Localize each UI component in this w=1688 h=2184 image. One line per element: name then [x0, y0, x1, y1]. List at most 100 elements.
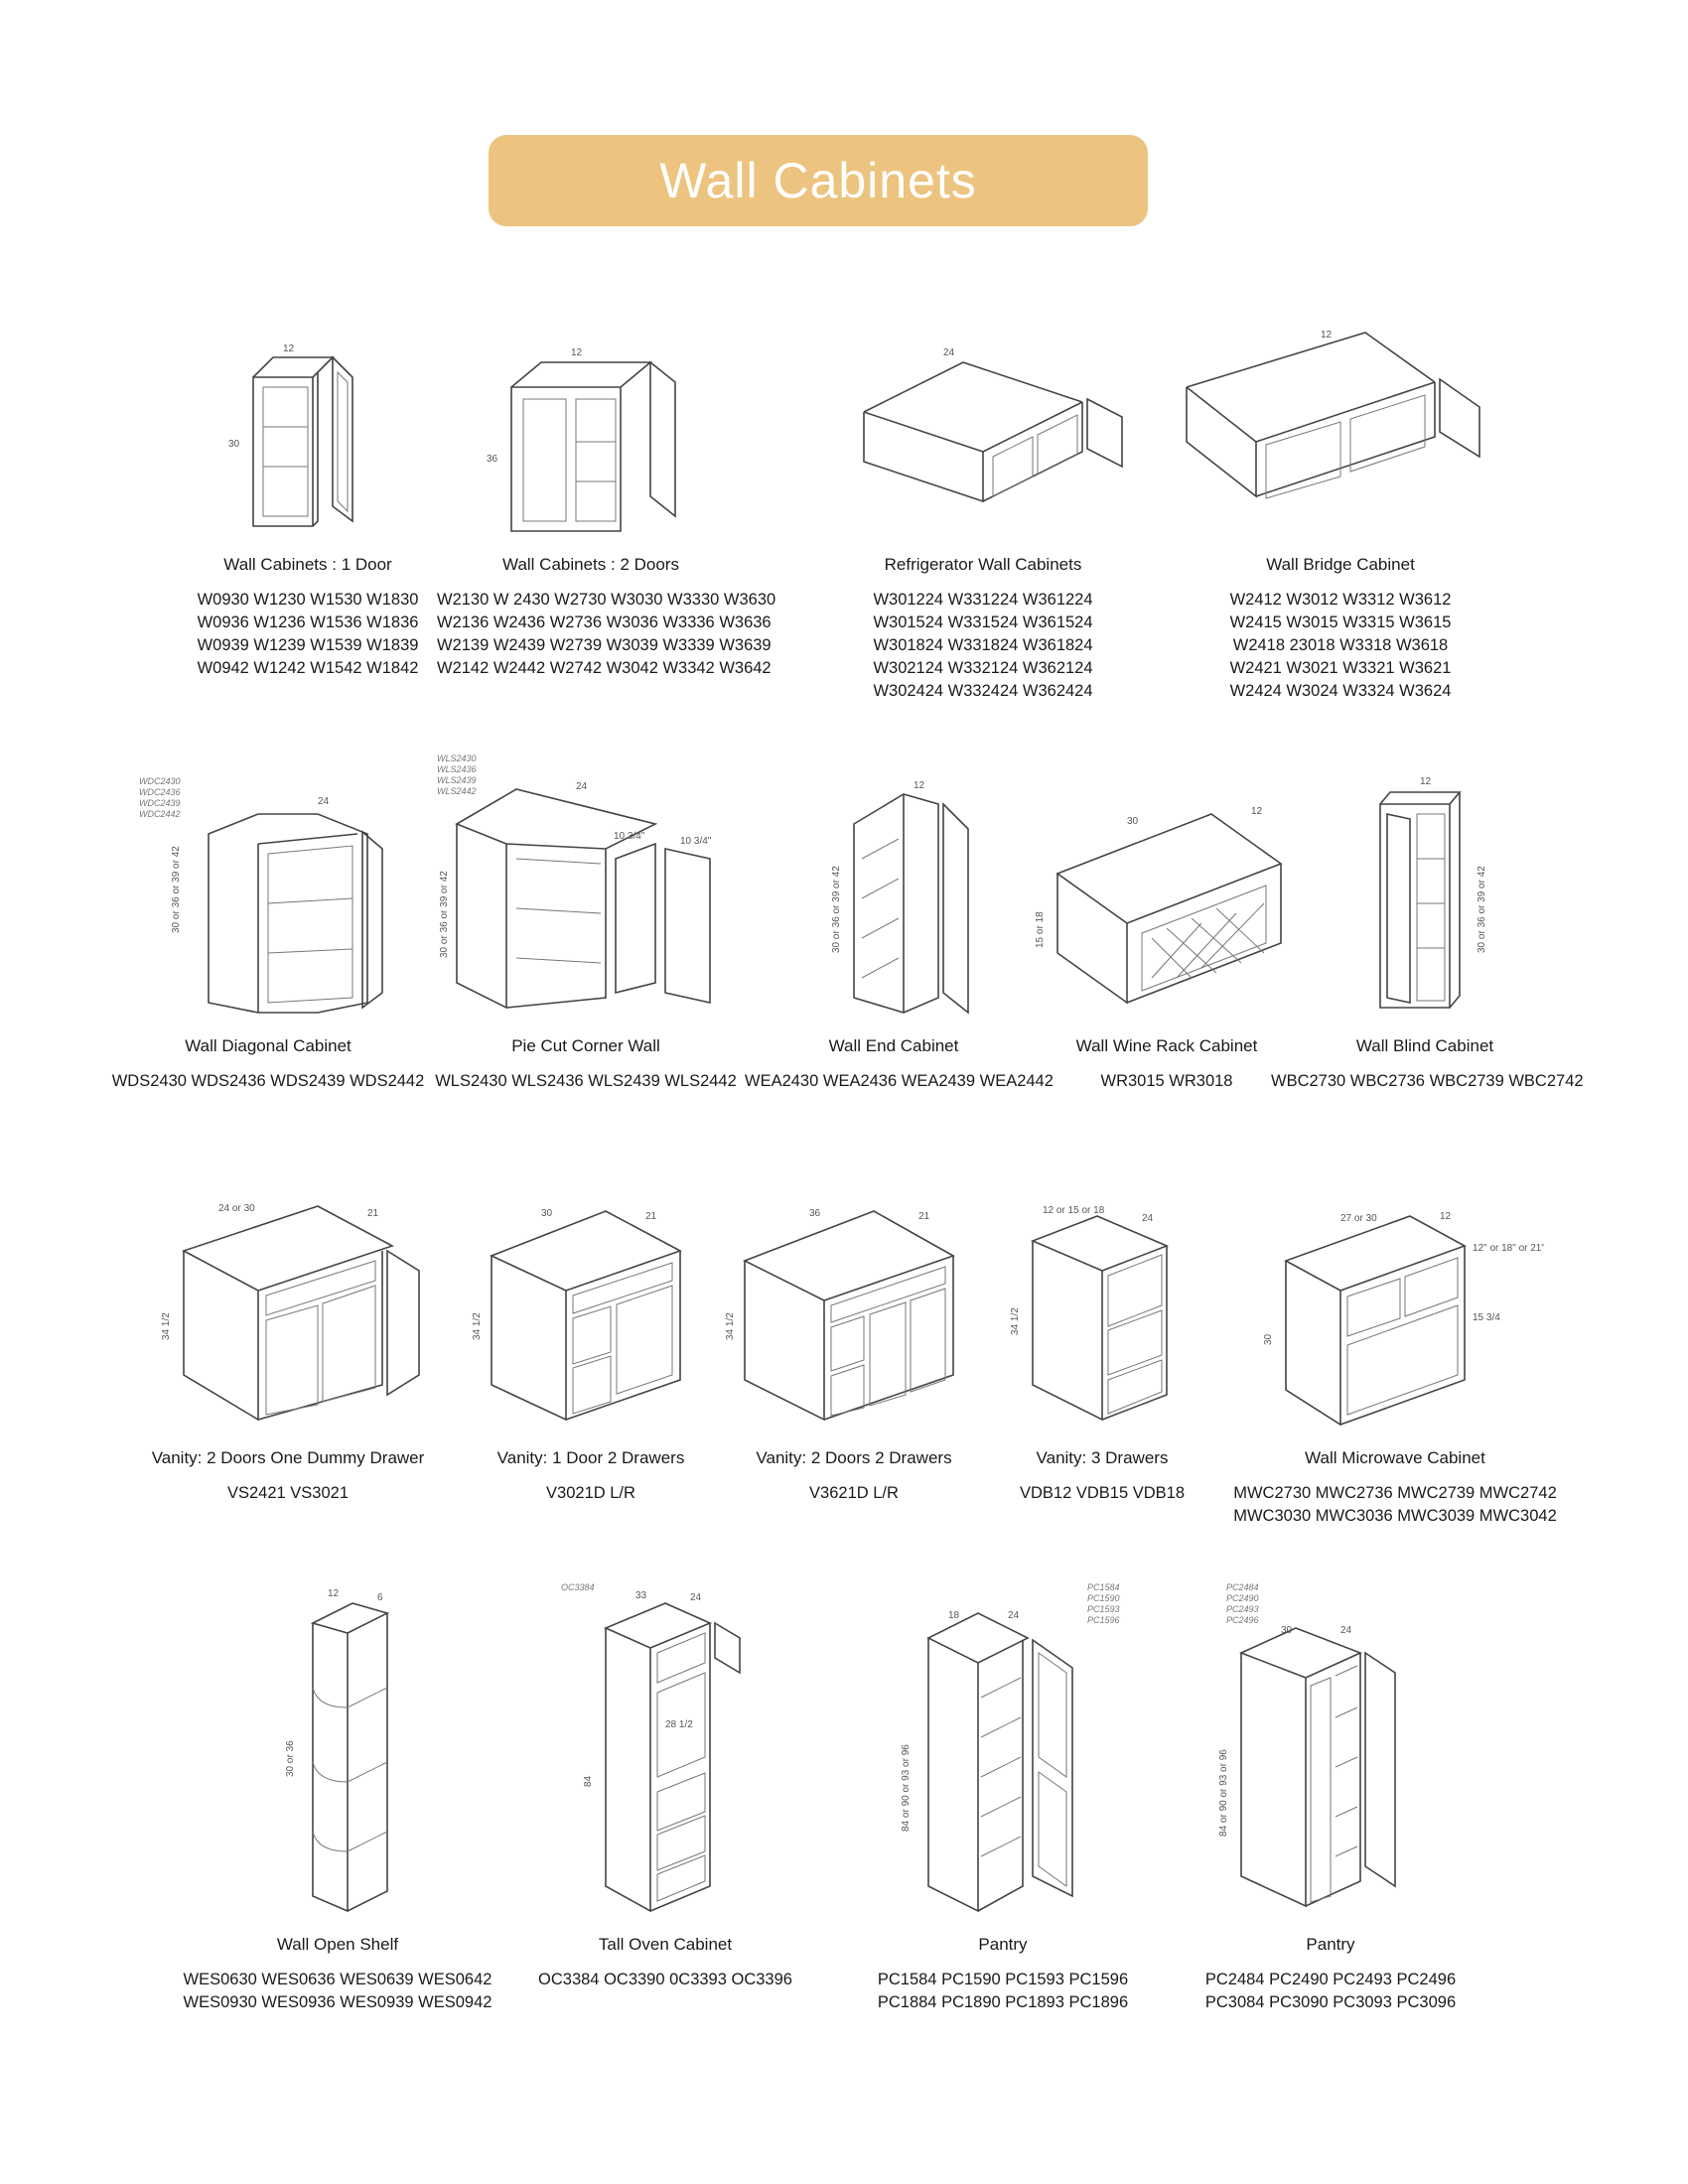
catalog-item-refrigerator-wall: 24 Refrigerator Wall Cabinets W301224 W3… [834, 328, 1132, 703]
svg-text:84: 84 [583, 1775, 594, 1787]
catalog-item-wall-bridge: 12 Wall Bridge Cabinet W2412 W3012 W3312… [1172, 328, 1509, 703]
svg-text:WDC2442: WDC2442 [139, 809, 181, 819]
cabinet-drawing-vanity-2-doors-2-drawers: 36 21 34 1/2 [725, 1208, 955, 1422]
svg-text:PC2496: PC2496 [1226, 1615, 1259, 1625]
svg-text:12: 12 [1440, 1211, 1452, 1222]
svg-text:84 or 90 or 93 or 96: 84 or 90 or 93 or 96 [1218, 1749, 1229, 1837]
item-codes: V3021D L/R [546, 1484, 635, 1502]
cabinet-drawing-refrigerator-wall: 24 [863, 347, 1123, 503]
svg-text:WDC2436: WDC2436 [139, 787, 181, 797]
svg-text:12: 12 [283, 343, 295, 354]
svg-text:27 or 30: 27 or 30 [1340, 1213, 1377, 1224]
svg-text:21: 21 [918, 1211, 930, 1222]
svg-text:PC1584: PC1584 [1087, 1582, 1120, 1592]
item-label: Wall End Cabinet [828, 1036, 959, 1055]
catalog-item-wall-2-doors: 12 36 Wall Cabinets : 2 Doors W2130 W 24… [437, 328, 776, 680]
title-banner: Wall Cabinets [489, 135, 1148, 226]
cabinet-drawing-tall-oven: OC3384 33 24 28 1/2 84 [561, 1582, 741, 1913]
catalog-item-wall-wine-rack: 30 12 15 or 18 Wall Wine Rack Cabinet WR… [1023, 764, 1311, 1093]
svg-text:24: 24 [1142, 1213, 1154, 1224]
item-label: Vanity: 3 Drawers [1036, 1448, 1169, 1467]
svg-text:30: 30 [541, 1208, 553, 1219]
svg-text:PC1593: PC1593 [1087, 1604, 1120, 1614]
item-codes: OC3384 OC3390 0C3393 OC3396 [538, 1971, 792, 1988]
svg-text:28 1/2: 28 1/2 [665, 1719, 693, 1730]
svg-text:18: 18 [948, 1610, 960, 1621]
svg-text:10 3/4": 10 3/4" [680, 836, 712, 847]
svg-text:24: 24 [1340, 1625, 1352, 1636]
item-label: Pie Cut Corner Wall [511, 1036, 660, 1055]
svg-text:30: 30 [228, 439, 240, 450]
page-title: Wall Cabinets [659, 153, 977, 208]
svg-text:30: 30 [1127, 816, 1139, 827]
svg-text:15 or 18: 15 or 18 [1035, 911, 1046, 948]
svg-text:12: 12 [1251, 806, 1263, 817]
item-codes: VS2421 VS3021 [226, 1484, 350, 1502]
svg-text:12: 12 [914, 780, 925, 791]
svg-text:24: 24 [690, 1592, 702, 1603]
item-label: Tall Oven Cabinet [598, 1935, 733, 1954]
svg-text:WLS2430: WLS2430 [437, 753, 477, 763]
svg-text:WLS2439: WLS2439 [437, 775, 477, 785]
svg-text:24: 24 [576, 781, 588, 792]
svg-text:WLS2442: WLS2442 [437, 786, 477, 796]
item-codes: V3621D L/R [809, 1484, 899, 1502]
svg-text:24: 24 [1008, 1610, 1020, 1621]
svg-text:30 or 36 or 39 or 42: 30 or 36 or 39 or 42 [439, 871, 450, 958]
item-label: Wall Cabinets : 1 Door [223, 555, 392, 574]
svg-text:12: 12 [1420, 776, 1432, 787]
svg-text:12 or 15 or 18: 12 or 15 or 18 [1043, 1205, 1105, 1216]
svg-text:84 or 90 or 93 or 96: 84 or 90 or 93 or 96 [901, 1744, 912, 1832]
item-label: Pantry [1306, 1935, 1355, 1954]
item-codes: WBC2730 WBC2736 WBC2739 WBC2742 [1271, 1072, 1584, 1090]
item-codes: VDB12 VDB15 VDB18 [1019, 1484, 1185, 1502]
svg-text:24: 24 [318, 796, 330, 807]
item-label: Vanity: 2 Doors 2 Drawers [756, 1448, 952, 1467]
catalog-item-wall-blind: 12 30 or 36 or 39 or 42 Wall Blind Cabin… [1271, 764, 1584, 1093]
svg-text:30 or 36 or 39 or 42: 30 or 36 or 39 or 42 [1477, 866, 1487, 953]
catalog-item-wall-open-shelf: 12 6 30 or 36 Wall Open Shelf WES0630 WE… [179, 1578, 496, 2014]
svg-text:PC2490: PC2490 [1226, 1593, 1259, 1603]
item-codes: WEA2430 WEA2436 WEA2439 WEA2442 [745, 1072, 1054, 1090]
catalog-item-wall-1-door: 12 30 Wall Cabinets : 1 Door W0930 W1230… [184, 328, 432, 680]
svg-text:30 or 36 or 39 or 42: 30 or 36 or 39 or 42 [171, 846, 182, 933]
item-label: Wall Microwave Cabinet [1305, 1448, 1485, 1467]
catalog-item-vanity-2-doors-dummy: 24 or 30 21 34 1/2 Vanity: 2 Doors One D… [139, 1171, 437, 1505]
catalog-item-vanity-2-doors-2-drawers: 36 21 34 1/2 Vanity: 2 Doors 2 Drawers V… [715, 1171, 993, 1505]
cabinet-drawing-wall-2-doors: 12 36 [487, 347, 676, 532]
cabinet-drawing-wall-microwave: 27 or 30 12 12" or 18" or 21" or 24" 15 … [1263, 1211, 1544, 1427]
svg-text:30: 30 [1281, 1625, 1293, 1636]
cabinet-drawing-wall-1-door: 12 30 [228, 343, 353, 527]
catalog-item-vanity-1-door-2-drawers: 30 21 34 1/2 Vanity: 1 Door 2 Drawers V3… [462, 1171, 720, 1505]
svg-text:PC2493: PC2493 [1226, 1604, 1259, 1614]
svg-text:24: 24 [943, 347, 955, 358]
item-label: Wall Wine Rack Cabinet [1075, 1036, 1258, 1055]
cabinet-drawing-vanity-1-door-2-drawers: 30 21 34 1/2 [472, 1208, 682, 1422]
svg-text:6: 6 [377, 1592, 383, 1603]
item-label: Wall Open Shelf [276, 1935, 399, 1954]
svg-text:30 or 36 or 39 or 42: 30 or 36 or 39 or 42 [831, 866, 842, 953]
cabinet-drawing-wall-open-shelf: 12 6 30 or 36 [285, 1588, 390, 1913]
svg-text:30: 30 [1263, 1333, 1274, 1345]
item-label: Vanity: 1 Door 2 Drawers [496, 1448, 685, 1467]
svg-text:24 or 30: 24 or 30 [218, 1203, 255, 1214]
cabinet-drawing-wall-wine-rack: 30 12 15 or 18 [1035, 806, 1283, 1005]
item-label: Wall Blind Cabinet [1355, 1036, 1494, 1055]
svg-text:12" or 18" or 21" or 24": 12" or 18" or 21" or 24" [1473, 1243, 1544, 1254]
svg-text:WDC2439: WDC2439 [139, 798, 181, 808]
item-label: Wall Diagonal Cabinet [185, 1036, 352, 1055]
catalog-item-tall-oven: OC3384 33 24 28 1/2 84 Tall Oven Cabinet… [526, 1578, 804, 1991]
